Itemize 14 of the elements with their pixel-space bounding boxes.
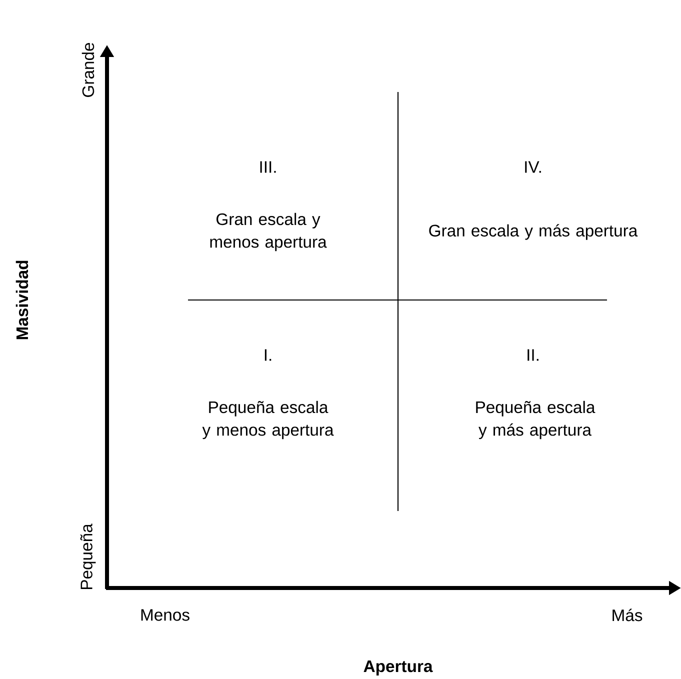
quadrant-number: IV. (525, 161, 541, 173)
quadrant-label: Pequeña escala y más apertura (476, 400, 596, 440)
tick-label: Grande (82, 42, 94, 97)
quadrant-label: Gran escala y menos apertura (210, 212, 327, 252)
quadrant-number: II. (528, 349, 538, 361)
tick-label: Menos (141, 609, 190, 621)
tick-label: Más (612, 608, 642, 622)
quadrant-label: Gran escala y más apertura (429, 224, 638, 240)
tick-label: Pequeña (80, 524, 96, 589)
quadrant-number: III. (260, 161, 276, 173)
axis-title: Masividad (16, 260, 28, 340)
axis-title: Apertura (364, 660, 433, 676)
quadrant-label: Pequeña escala y menos apertura (202, 400, 334, 440)
quadrant-number: I. (264, 349, 272, 361)
